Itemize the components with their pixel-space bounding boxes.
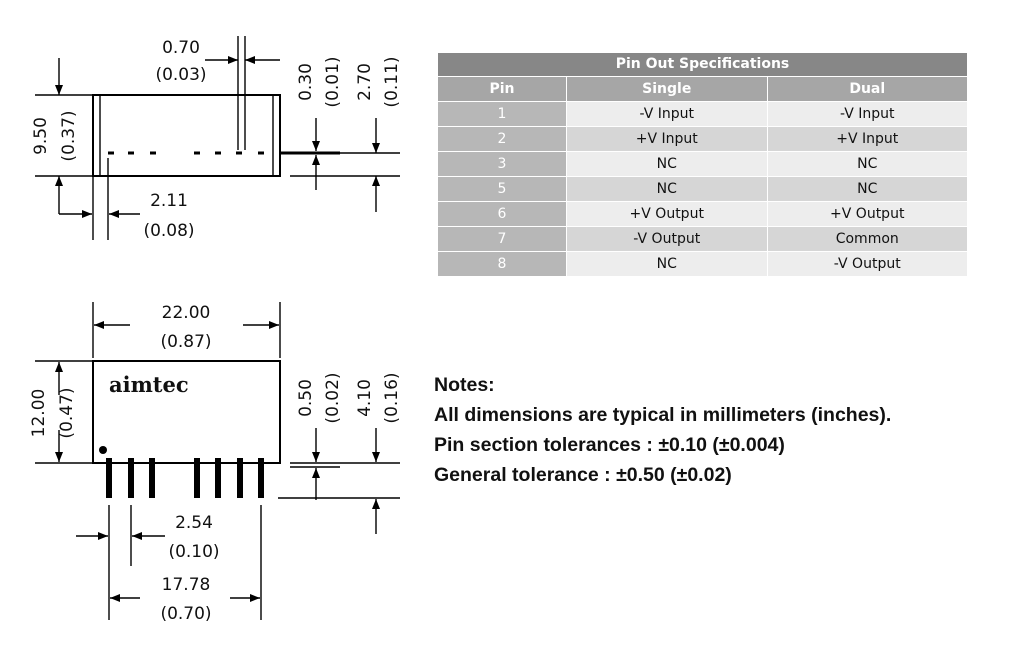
table-title-row: Pin Out Specifications xyxy=(437,52,968,77)
dim-depth-mm: 9.50 xyxy=(31,117,51,155)
pin-number: 5 xyxy=(437,176,567,202)
dual-function: +V Input xyxy=(766,126,968,152)
dim-height-mm: 12.00 xyxy=(29,389,49,438)
top-view: 0.70 (0.03) 9.50 (0.37) 2.11 (0.08) 0.30… xyxy=(31,36,402,241)
pin-number: 8 xyxy=(437,251,567,277)
pins xyxy=(106,458,264,498)
pin-number: 3 xyxy=(437,151,567,177)
dim-pin-span-in: (0.70) xyxy=(160,604,211,624)
column-header-dual: Dual xyxy=(766,76,968,102)
dual-function: -V Output xyxy=(766,251,968,277)
dim-pin-pitch-in: (0.10) xyxy=(168,542,219,562)
table-row: 7 -V Output Common xyxy=(437,226,968,252)
notes-heading: Notes: xyxy=(434,374,495,396)
table-row: 1 -V Input -V Input xyxy=(437,101,968,127)
dual-function: NC xyxy=(766,176,968,202)
side-view-body xyxy=(92,360,281,464)
dim-edge-pin-mm: 2.11 xyxy=(150,191,188,211)
pin-number: 1 xyxy=(437,101,567,127)
table-row: 2 +V Input +V Input xyxy=(437,126,968,152)
dim-pin-thickness-mm: 0.30 xyxy=(296,63,316,101)
single-function: +V Input xyxy=(566,126,768,152)
side-view: 22.00 (0.87) aimtec 12.00 (0.47) xyxy=(29,302,402,624)
pin-number: 7 xyxy=(437,226,567,252)
dim-edge-pin-in: (0.08) xyxy=(143,221,194,241)
dual-function: Common xyxy=(766,226,968,252)
table-title: Pin Out Specifications xyxy=(437,52,968,77)
note-line: General tolerance : ±0.50 (±0.02) xyxy=(434,464,732,486)
top-view-body xyxy=(92,94,281,177)
single-function: NC xyxy=(566,176,768,202)
dim-standoff-in: (0.02) xyxy=(323,372,343,423)
table-row: 8 NC -V Output xyxy=(437,251,968,277)
dual-function: NC xyxy=(766,151,968,177)
dim-length-mm: 22.00 xyxy=(162,303,211,323)
dim-pin-length-mm: 4.10 xyxy=(355,379,375,417)
single-function: NC xyxy=(566,251,768,277)
table-row: 3 NC NC xyxy=(437,151,968,177)
single-function: +V Output xyxy=(566,201,768,227)
brand-logo: aimtec xyxy=(109,372,189,397)
dim-pin-thickness-in: (0.01) xyxy=(323,56,343,107)
table-header-row: Pin Single Dual xyxy=(437,76,968,102)
dim-pin-offset-mm: 2.70 xyxy=(355,63,375,101)
dim-depth-in: (0.37) xyxy=(59,110,79,161)
pin-number: 6 xyxy=(437,201,567,227)
single-function: -V Output xyxy=(566,226,768,252)
column-header-single: Single xyxy=(566,76,768,102)
dim-pin-pitch-mm: 2.54 xyxy=(175,513,213,533)
dual-function: +V Output xyxy=(766,201,968,227)
dim-height-in: (0.47) xyxy=(57,387,77,438)
note-line: All dimensions are typical in millimeter… xyxy=(434,404,892,426)
table-row: 5 NC NC xyxy=(437,176,968,202)
notes-block: Notes: All dimensions are typical in mil… xyxy=(434,370,891,490)
pin-one-marker xyxy=(99,446,107,454)
table-row: 6 +V Output +V Output xyxy=(437,201,968,227)
dim-pin-offset-in: (0.11) xyxy=(382,56,402,107)
note-line: Pin section tolerances : ±0.10 (±0.004) xyxy=(434,434,785,456)
single-function: -V Input xyxy=(566,101,768,127)
dual-function: -V Input xyxy=(766,101,968,127)
dim-pin-spacing-mm: 0.70 xyxy=(162,38,200,58)
pin-out-table: Pin Out Specifications Pin Single Dual 1… xyxy=(437,52,968,277)
pin-number: 2 xyxy=(437,126,567,152)
single-function: NC xyxy=(566,151,768,177)
dim-pin-spacing-in: (0.03) xyxy=(155,65,206,85)
column-header-pin: Pin xyxy=(437,76,567,102)
dim-pin-length-in: (0.16) xyxy=(382,372,402,423)
dim-standoff-mm: 0.50 xyxy=(296,379,316,417)
dim-pin-span-mm: 17.78 xyxy=(162,575,211,595)
dim-length-in: (0.87) xyxy=(160,332,211,352)
